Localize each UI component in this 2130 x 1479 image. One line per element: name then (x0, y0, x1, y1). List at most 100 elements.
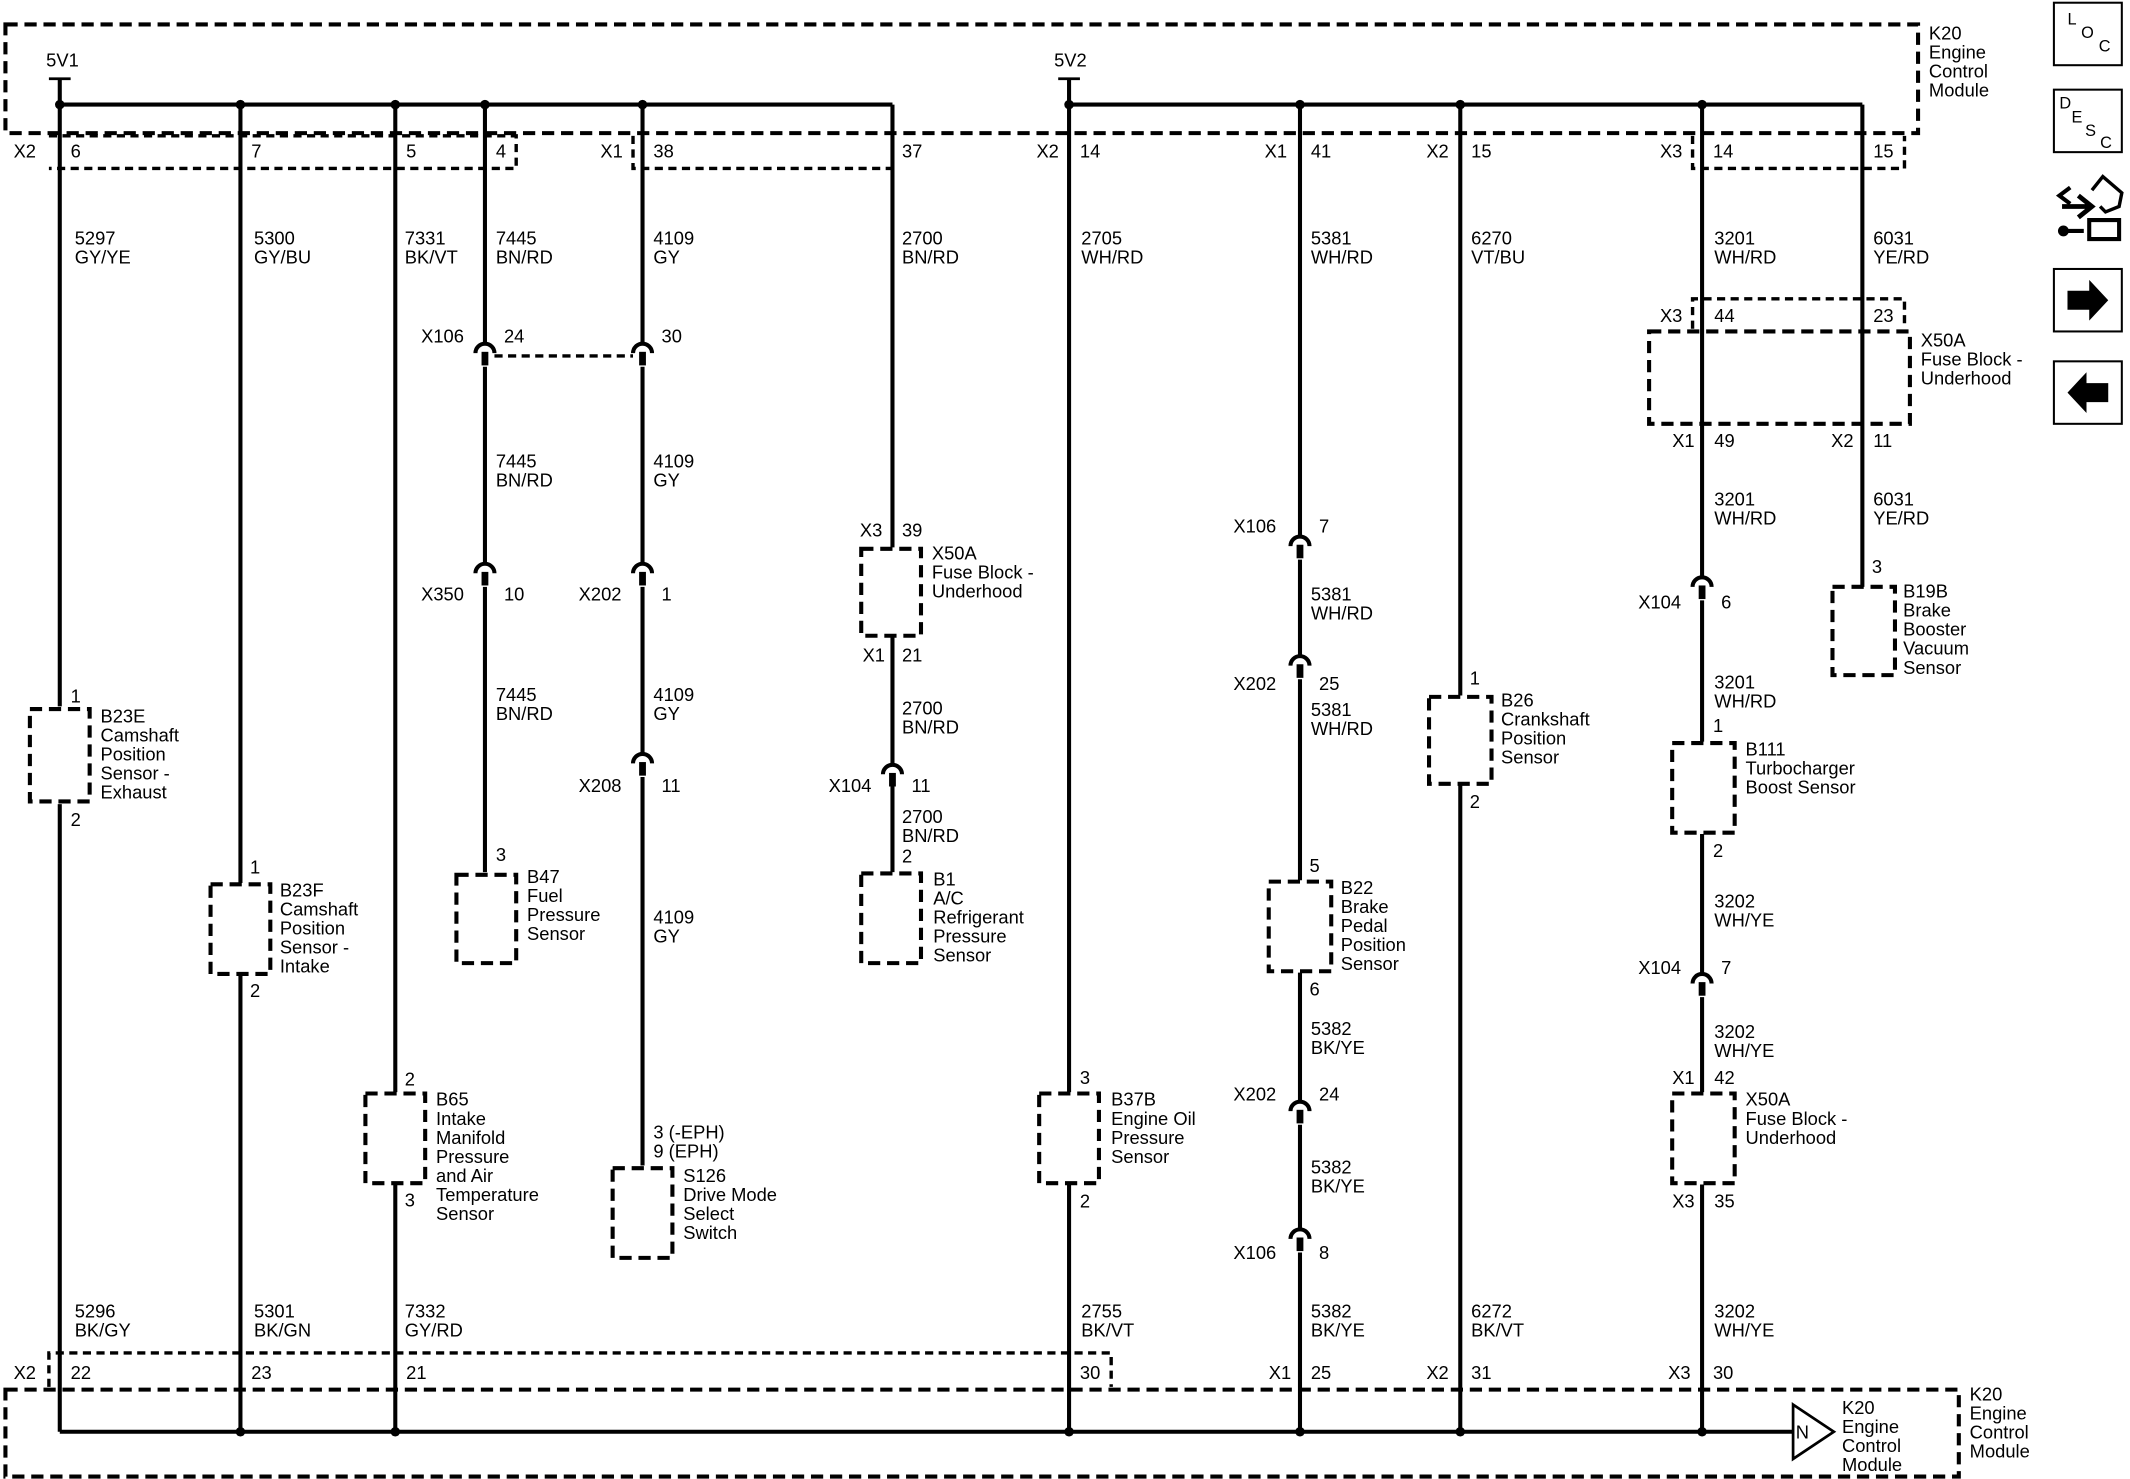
svg-text:5296: 5296 (75, 1301, 116, 1322)
svg-text:Booster: Booster (1903, 619, 1966, 640)
svg-text:6272: 6272 (1471, 1301, 1512, 1322)
svg-text:6031: 6031 (1873, 228, 1914, 249)
svg-text:1: 1 (1470, 668, 1480, 689)
svg-text:2: 2 (1470, 791, 1480, 812)
svg-text:B19B: B19B (1903, 581, 1948, 602)
svg-text:3: 3 (496, 844, 506, 865)
svg-text:24: 24 (504, 325, 524, 346)
component-b26: 1 2 B26 Crankshaft Position Sensor (1426, 668, 1590, 812)
svg-text:X104: X104 (829, 775, 872, 796)
svg-text:Module: Module (1842, 1454, 1902, 1475)
svg-text:X104: X104 (1638, 592, 1681, 613)
rail-label-5v1: 5V1 (46, 50, 79, 71)
svg-text:6031: 6031 (1873, 488, 1914, 509)
svg-text:K20: K20 (1842, 1397, 1875, 1418)
svg-text:9 (EPH): 9 (EPH) (653, 1140, 718, 1161)
svg-text:5381: 5381 (1311, 699, 1352, 720)
svg-text:39: 39 (902, 520, 922, 541)
svg-text:8: 8 (1319, 1242, 1329, 1263)
svg-text:E: E (2072, 108, 2083, 126)
svg-text:5382: 5382 (1311, 1018, 1352, 1039)
svg-text:Position: Position (101, 744, 166, 765)
svg-text:B26: B26 (1501, 689, 1534, 710)
svg-text:X3: X3 (1672, 1191, 1694, 1212)
svg-text:Fuse Block -: Fuse Block - (1921, 348, 2023, 369)
svg-text:B23E: B23E (101, 706, 146, 727)
node-symbol: N (1796, 1422, 1809, 1443)
svg-text:Control: Control (1970, 1422, 2029, 1443)
svg-text:11: 11 (1873, 430, 1892, 451)
svg-text:5382: 5382 (1311, 1157, 1352, 1178)
svg-text:Sensor: Sensor (933, 945, 991, 966)
desc-button[interactable]: D E S C (2052, 88, 2123, 154)
svg-text:23: 23 (1873, 305, 1893, 326)
svg-text:2705: 2705 (1081, 228, 1122, 249)
svg-text:31: 31 (1471, 1362, 1491, 1383)
svg-text:6: 6 (71, 141, 81, 162)
svg-text:WH/RD: WH/RD (1311, 718, 1373, 739)
fuse-block-x50a-3: X1 42 X3 35 X50A Fuse Block - Underhood (1670, 1067, 1847, 1212)
svg-text:BK/GY: BK/GY (75, 1320, 131, 1341)
svg-text:Pressure: Pressure (527, 904, 600, 925)
component-s126: 3 (-EPH) 9 (EPH) S126 Drive Mode Select … (610, 1121, 777, 1260)
svg-text:GY/YE: GY/YE (75, 247, 131, 268)
svg-text:BK/VT: BK/VT (1471, 1320, 1524, 1341)
svg-text:4109: 4109 (653, 684, 694, 705)
loc-button[interactable]: L O C (2052, 1, 2123, 67)
svg-text:15: 15 (1873, 141, 1893, 162)
svg-text:41: 41 (1311, 141, 1331, 162)
svg-text:2: 2 (71, 809, 81, 830)
svg-text:Sensor: Sensor (1501, 746, 1559, 767)
top-module-k20: K20 Engine Control Module (3, 22, 1989, 171)
svg-text:7332: 7332 (405, 1301, 446, 1322)
svg-text:B111: B111 (1746, 738, 1786, 759)
svg-text:Camshaft: Camshaft (101, 725, 179, 746)
svg-text:7445: 7445 (496, 450, 537, 471)
svg-text:4109: 4109 (653, 907, 694, 928)
bottom-module-name: K20 (1970, 1384, 2003, 1405)
svg-text:O: O (2081, 24, 2094, 42)
svg-text:X2: X2 (14, 141, 36, 162)
svg-text:A/C: A/C (933, 888, 964, 909)
svg-text:Sensor: Sensor (1903, 657, 1961, 678)
component-b19b: 3 B19B Brake Booster Vacuum Sensor (1830, 556, 1969, 678)
svg-text:WH/RD: WH/RD (1311, 247, 1373, 268)
svg-text:2: 2 (250, 980, 260, 1001)
svg-text:Boost Sensor: Boost Sensor (1746, 776, 1856, 797)
svg-text:11: 11 (662, 775, 681, 796)
arrow-right-icon (2067, 279, 2109, 321)
svg-text:2: 2 (405, 1068, 415, 1089)
svg-text:10: 10 (504, 583, 524, 604)
svg-text:22: 22 (71, 1362, 91, 1383)
svg-text:Module: Module (1929, 79, 1989, 100)
connector-tool-icon[interactable] (2055, 174, 2124, 242)
svg-text:Camshaft: Camshaft (280, 899, 358, 920)
svg-text:X106: X106 (421, 325, 464, 346)
svg-text:Engine: Engine (1929, 41, 1986, 62)
svg-text:Sensor: Sensor (527, 923, 585, 944)
svg-text:WH/RD: WH/RD (1311, 602, 1373, 623)
svg-text:X2: X2 (1036, 141, 1058, 162)
svg-text:X1: X1 (1269, 1362, 1291, 1383)
svg-text:Position: Position (280, 918, 345, 939)
bottom-module-k20: N K20 Engine Control Module K20 Engine C… (3, 1351, 2030, 1479)
arrow-right-button[interactable] (2052, 267, 2123, 333)
svg-text:X208: X208 (579, 775, 622, 796)
svg-text:3: 3 (1872, 556, 1882, 577)
svg-text:GY: GY (653, 703, 679, 724)
svg-text:BN/RD: BN/RD (902, 825, 959, 846)
svg-text:and Air: and Air (436, 1165, 493, 1186)
svg-text:BN/RD: BN/RD (496, 247, 553, 268)
svg-text:Engine Oil: Engine Oil (1111, 1108, 1196, 1129)
svg-text:Vacuum: Vacuum (1903, 638, 1969, 659)
svg-text:BK/VT: BK/VT (405, 247, 458, 268)
arrow-left-button[interactable] (2052, 360, 2123, 425)
svg-text:5301: 5301 (254, 1301, 295, 1322)
svg-text:49: 49 (1714, 430, 1734, 451)
svg-text:Position: Position (1501, 727, 1566, 748)
svg-text:X106: X106 (1233, 515, 1276, 536)
svg-text:Underhood: Underhood (932, 581, 1023, 602)
svg-text:30: 30 (662, 325, 682, 346)
svg-text:2: 2 (902, 846, 912, 867)
svg-text:Module: Module (1970, 1441, 2030, 1462)
